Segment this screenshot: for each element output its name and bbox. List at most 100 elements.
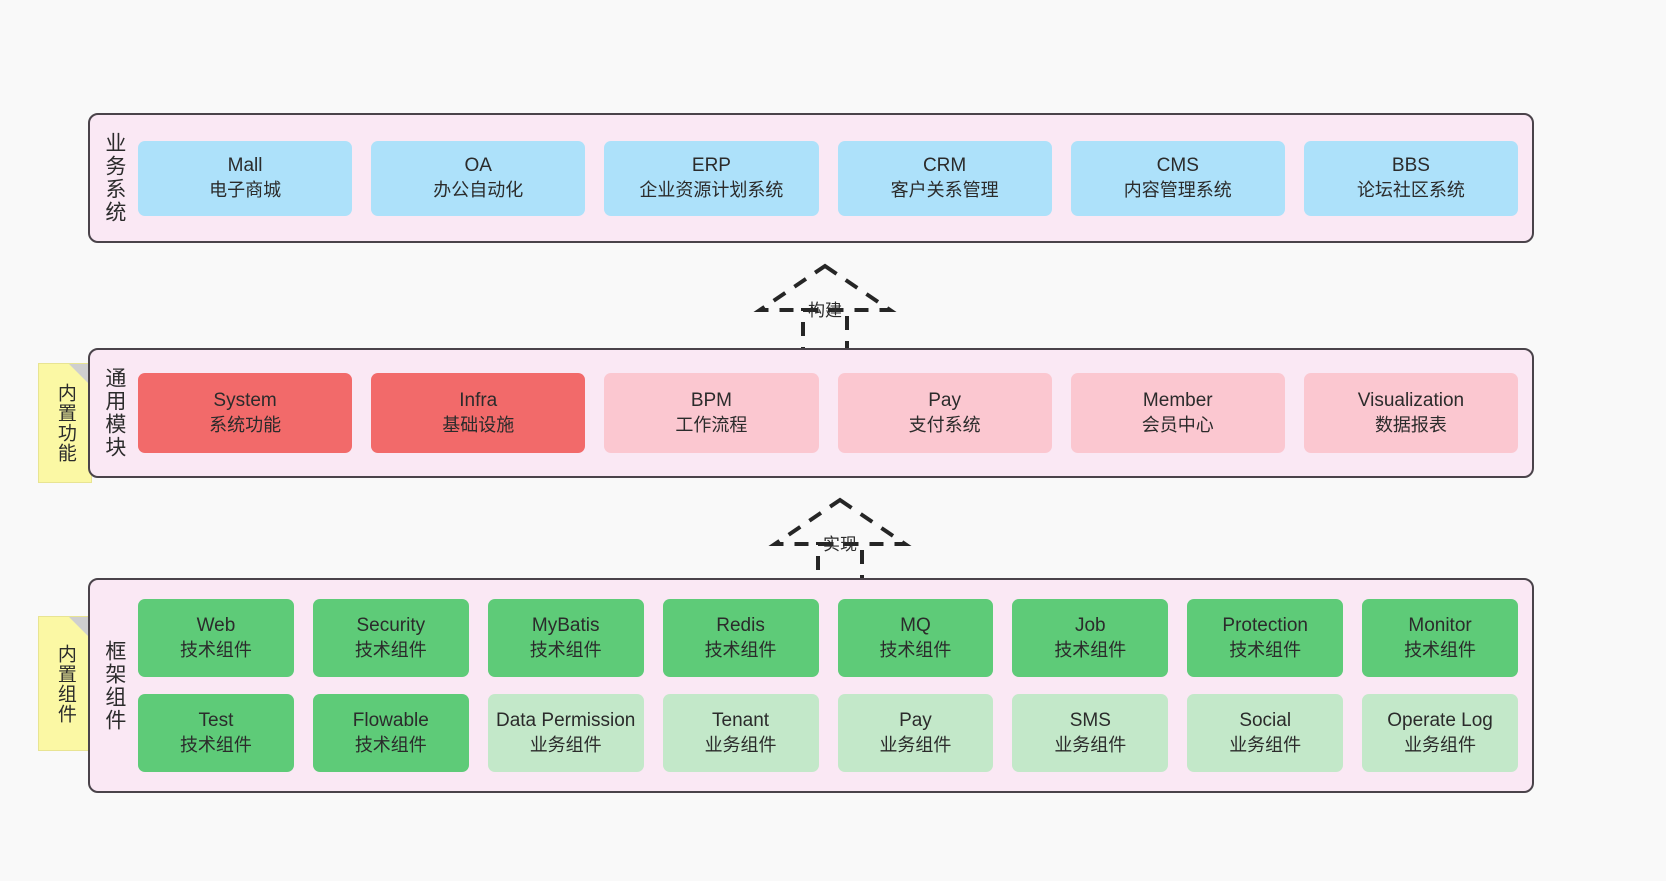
layer-title-framework-components: 框架组件 (102, 639, 126, 732)
cell-row: Web 技术组件 Security 技术组件 MyBatis 技术组件 Redi… (138, 599, 1518, 677)
sticky-note-label: 内置组件 (54, 643, 76, 724)
layer-business-systems: 业务系统 Mall 电子商城 OA 办公自动化 ERP 企业资源计划系统 CRM… (88, 113, 1534, 243)
folded-corner-icon (69, 364, 91, 386)
component-card-test[interactable]: Test 技术组件 (138, 694, 294, 772)
component-card-protection[interactable]: Protection 技术组件 (1187, 599, 1344, 677)
card-title-en: Job (1074, 614, 1106, 636)
sticky-note-label: 内置功能 (54, 383, 76, 463)
component-card-monitor[interactable]: Monitor 技术组件 (1362, 599, 1518, 677)
card-title-en: Mall (227, 154, 263, 176)
card-title-en: Flowable (352, 709, 429, 731)
component-card-mybatis[interactable]: MyBatis 技术组件 (487, 599, 644, 677)
arrow-build-icon (753, 263, 897, 356)
layer-framework-components: 框架组件 Web 技术组件 Security 技术组件 MyBatis 技术组件… (88, 578, 1534, 793)
card-title-en: Visualization (1357, 389, 1465, 411)
module-card-pay[interactable]: Pay 支付系统 (837, 373, 1052, 453)
layer-common-modules: 通用模块 System 系统功能 Infra 基础设施 BPM 工作流程 Pay… (88, 348, 1534, 478)
component-card-pay[interactable]: Pay 业务组件 (837, 694, 994, 772)
card-title-cn: 会员中心 (1141, 414, 1214, 435)
card-title-cn: 内容管理系统 (1123, 179, 1232, 200)
module-card-mall[interactable]: Mall 电子商城 (138, 140, 353, 216)
sticky-note-builtin-components: 内置组件 (38, 616, 92, 751)
module-card-erp[interactable]: ERP 企业资源计划系统 (604, 140, 819, 216)
card-title-cn: 业务组件 (1054, 734, 1127, 755)
card-title-cn: 电子商城 (209, 179, 282, 200)
layer-body-business-systems: Mall 电子商城 OA 办公自动化 ERP 企业资源计划系统 CRM 客户关系… (138, 115, 1532, 241)
card-title-en: ERP (691, 154, 731, 176)
cell-row: System 系统功能 Infra 基础设施 BPM 工作流程 Pay 支付系统… (138, 373, 1519, 453)
component-card-sms[interactable]: SMS 业务组件 (1012, 694, 1169, 772)
component-card-tenant[interactable]: Tenant 业务组件 (662, 694, 819, 772)
card-title-en: Monitor (1408, 614, 1472, 636)
component-card-operate-log[interactable]: Operate Log 业务组件 (1362, 694, 1518, 772)
card-title-cn: 客户关系管理 (890, 179, 999, 200)
card-title-en: Tenant (712, 709, 770, 731)
card-title-en: Security (356, 614, 426, 636)
arrow-implement: 实现 (760, 492, 920, 592)
card-title-cn: 业务组件 (879, 734, 952, 755)
card-title-cn: 系统功能 (209, 414, 282, 435)
arrow-build: 构建 (745, 258, 905, 358)
cell-row: Mall 电子商城 OA 办公自动化 ERP 企业资源计划系统 CRM 客户关系… (138, 140, 1519, 216)
component-card-redis[interactable]: Redis 技术组件 (662, 599, 819, 677)
card-title-en: Member (1142, 389, 1213, 411)
folded-corner-icon (69, 617, 91, 639)
card-title-cn: 业务组件 (1229, 734, 1302, 755)
cell-row: Test 技术组件 Flowable 技术组件 Data Permission … (138, 694, 1518, 772)
card-title-en: Pay (899, 709, 932, 731)
module-card-system[interactable]: System 系统功能 (138, 373, 353, 453)
component-card-data-permission[interactable]: Data Permission 业务组件 (487, 694, 644, 772)
component-card-social[interactable]: Social 业务组件 (1187, 694, 1344, 772)
card-title-en: CMS (1156, 154, 1199, 176)
card-title-cn: 业务组件 (529, 734, 602, 755)
card-title-en: Operate Log (1387, 709, 1493, 731)
module-card-infra[interactable]: Infra 基础设施 (371, 373, 586, 453)
card-title-cn: 技术组件 (179, 639, 252, 660)
card-title-cn: 技术组件 (1054, 639, 1127, 660)
card-title-cn: 技术组件 (529, 639, 602, 660)
module-card-bbs[interactable]: BBS 论坛社区系统 (1303, 140, 1519, 216)
card-title-en: Infra (459, 389, 498, 411)
card-title-cn: 技术组件 (354, 639, 427, 660)
card-title-en: System (213, 389, 277, 411)
module-card-cms[interactable]: CMS 内容管理系统 (1070, 140, 1285, 216)
card-title-cn: 技术组件 (879, 639, 952, 660)
card-title-en: OA (464, 154, 492, 176)
card-title-cn: 论坛社区系统 (1356, 179, 1465, 200)
arrow-implement-icon (768, 497, 912, 590)
card-title-cn: 办公自动化 (433, 179, 524, 200)
card-title-en: Test (198, 709, 234, 731)
card-title-en: SMS (1069, 709, 1111, 731)
card-title-cn: 技术组件 (354, 734, 427, 755)
component-card-mq[interactable]: MQ 技术组件 (837, 599, 994, 677)
component-card-flowable[interactable]: Flowable 技术组件 (312, 694, 469, 772)
component-card-job[interactable]: Job 技术组件 (1012, 599, 1169, 677)
card-title-cn: 技术组件 (1404, 639, 1477, 660)
card-title-cn: 支付系统 (908, 414, 981, 435)
component-card-security[interactable]: Security 技术组件 (312, 599, 469, 677)
card-title-en: Protection (1222, 614, 1308, 636)
layer-body-common-modules: System 系统功能 Infra 基础设施 BPM 工作流程 Pay 支付系统… (138, 350, 1532, 476)
card-title-cn: 技术组件 (1229, 639, 1302, 660)
card-title-en: Pay (928, 389, 961, 411)
card-title-cn: 基础设施 (442, 414, 515, 435)
card-title-en: BBS (1391, 154, 1430, 176)
component-card-web[interactable]: Web 技术组件 (138, 599, 294, 677)
module-card-oa[interactable]: OA 办公自动化 (371, 140, 586, 216)
card-title-en: Web (196, 614, 236, 636)
layer-title-business-systems: 业务系统 (102, 132, 126, 224)
card-title-en: Social (1239, 709, 1292, 731)
card-title-cn: 工作流程 (675, 414, 748, 435)
module-card-member[interactable]: Member 会员中心 (1070, 373, 1285, 453)
module-card-visualization[interactable]: Visualization 数据报表 (1303, 373, 1519, 453)
card-title-en: BPM (690, 389, 733, 411)
card-title-cn: 数据报表 (1374, 414, 1447, 435)
card-title-en: CRM (922, 154, 967, 176)
card-title-en: Redis (716, 614, 765, 636)
module-card-bpm[interactable]: BPM 工作流程 (604, 373, 819, 453)
module-card-crm[interactable]: CRM 客户关系管理 (837, 140, 1052, 216)
card-title-en: Data Permission (495, 709, 636, 731)
layer-title-common-modules: 通用模块 (102, 367, 126, 459)
sticky-note-builtin-features: 内置功能 (38, 363, 92, 483)
